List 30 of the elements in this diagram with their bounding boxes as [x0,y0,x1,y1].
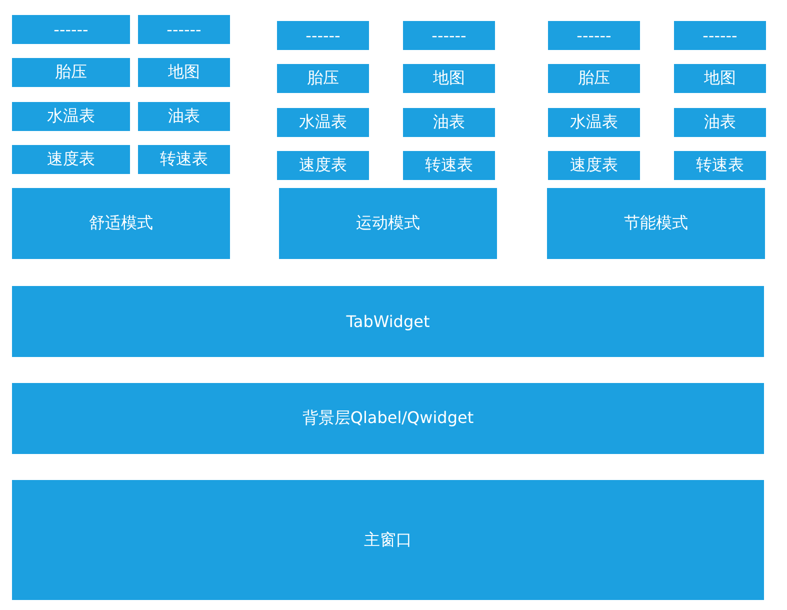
module-box: 转速表 [674,151,766,180]
module-box: 水温表 [277,108,369,137]
module-box: 速度表 [277,151,369,180]
mode-box: 节能模式 [547,188,765,259]
module-box: ------ [403,21,495,50]
layer-bar: 主窗口 [12,480,764,600]
module-box: 油表 [403,108,495,137]
module-box: ------ [277,21,369,50]
module-box: 速度表 [548,151,640,180]
module-box: 胎压 [12,58,130,87]
module-box: 地图 [403,64,495,93]
module-box: ------ [548,21,640,50]
module-box: 胎压 [277,64,369,93]
module-box: ------ [674,21,766,50]
mode-box: 运动模式 [279,188,497,259]
module-box: 油表 [674,108,766,137]
layer-bar: TabWidget [12,286,764,357]
module-box: 油表 [138,102,230,131]
module-box: 水温表 [12,102,130,131]
module-box: 速度表 [12,145,130,174]
layer-bar: 背景层Qlabel/Qwidget [12,383,764,454]
module-box: 转速表 [403,151,495,180]
mode-box: 舒适模式 [12,188,230,259]
module-box: 地图 [138,58,230,87]
module-box: 胎压 [548,64,640,93]
module-box: 水温表 [548,108,640,137]
module-box: 转速表 [138,145,230,174]
module-box: ------ [138,15,230,44]
module-box: 地图 [674,64,766,93]
module-box: ------ [12,15,130,44]
